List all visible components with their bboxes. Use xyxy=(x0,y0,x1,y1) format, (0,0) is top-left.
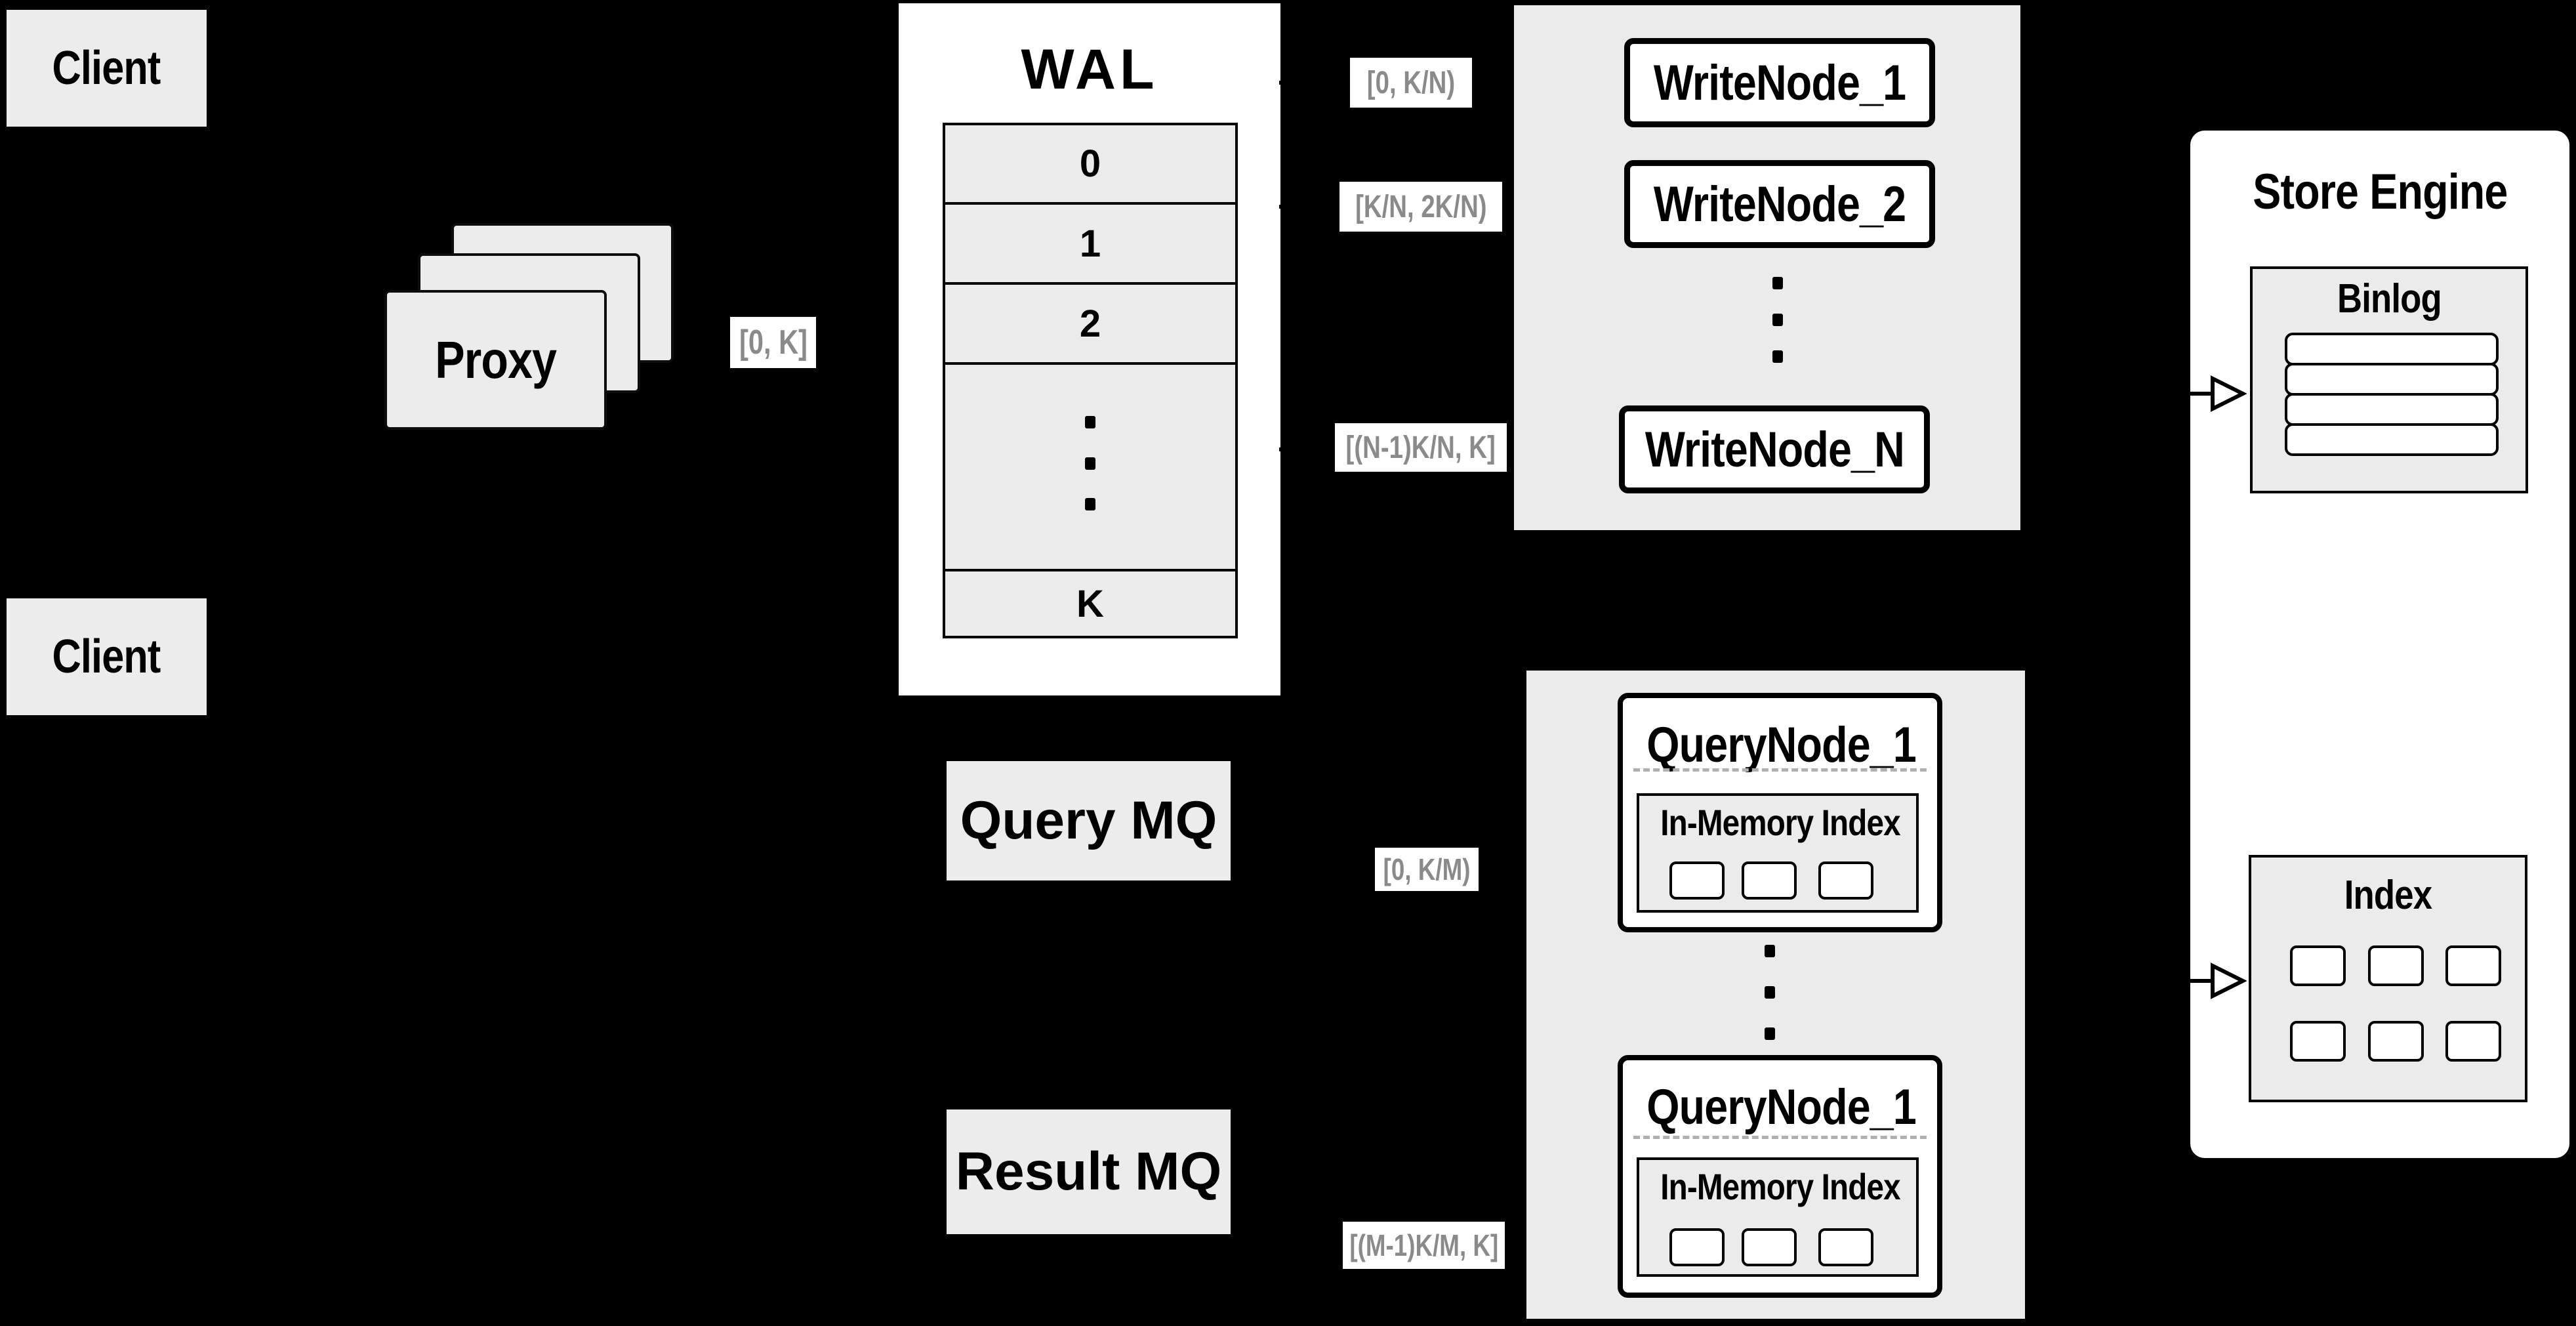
index-cell xyxy=(2445,945,2501,986)
range-label-write-1-text: [0, K/N) xyxy=(1366,65,1456,100)
query-mq-label: Query MQ xyxy=(960,791,1217,850)
wal-table: 0 1 2 K xyxy=(943,123,1238,638)
write-node-n-label: WriteNode_N xyxy=(1645,421,1904,478)
query-ellipsis-dot xyxy=(1765,986,1775,999)
result-mq-box: Result MQ xyxy=(947,1109,1231,1234)
write-node-1-box: WriteNode_1 xyxy=(1624,38,1935,127)
write-node-n-box: WriteNode_N xyxy=(1619,405,1930,493)
open-arrow-right-icon xyxy=(2184,375,2247,412)
range-label-write-2-text: [K/N, 2K/N) xyxy=(1355,189,1487,224)
query-node-1-title: QueryNode_1 xyxy=(1623,716,1937,774)
index-cell xyxy=(2368,1021,2424,1062)
wal-ellipsis-dot xyxy=(1085,498,1095,510)
range-label-write-2: [K/N, 2K/N) xyxy=(1339,182,1502,232)
write-ellipsis-dot xyxy=(1772,277,1783,289)
wal-row-0: 0 xyxy=(945,125,1235,205)
memory-segment xyxy=(1669,861,1725,900)
wal-row-k: K xyxy=(945,571,1235,636)
binlog-title-text: Binlog xyxy=(2337,276,2442,321)
wal-row-1: 1 xyxy=(945,205,1235,285)
client-top-label: Client xyxy=(52,42,161,94)
binlog-segment xyxy=(2285,363,2499,396)
write-ellipsis-dot xyxy=(1772,350,1783,363)
binlog-segment xyxy=(2285,333,2499,365)
open-arrow-right-icon xyxy=(2184,963,2247,999)
range-label-query-m-text: [(M-1)K/M, K] xyxy=(1349,1228,1498,1262)
store-engine-title-text: Store Engine xyxy=(2252,164,2508,220)
range-label-write-n: [(N-1)K/N, K] xyxy=(1335,423,1507,472)
in-memory-index-2-title-text: In-Memory Index xyxy=(1660,1166,1900,1207)
query-ellipsis-dot xyxy=(1765,1027,1775,1040)
write-node-2-box: WriteNode_2 xyxy=(1624,160,1935,248)
proxy-label: Proxy xyxy=(435,330,557,389)
range-label-query-m: [(M-1)K/M, K] xyxy=(1343,1222,1505,1269)
query-mq-box: Query MQ xyxy=(947,761,1231,881)
index-cell xyxy=(2290,1021,2346,1062)
range-label-write-1: [0, K/N) xyxy=(1350,58,1472,108)
write-node-1-label: WriteNode_1 xyxy=(1653,54,1906,111)
proxy-card-front: Proxy xyxy=(384,290,607,430)
binlog-segment xyxy=(2285,423,2499,456)
index-title-text: Index xyxy=(2344,873,2432,918)
client-box-bottom: Client xyxy=(7,598,207,715)
query-node-1-title-text: QueryNode_1 xyxy=(1646,717,1917,773)
query-node-2-divider xyxy=(1633,1136,1927,1139)
index-title: Index xyxy=(2251,872,2525,919)
memory-segment xyxy=(1742,861,1797,900)
write-node-2-label: WriteNode_2 xyxy=(1653,176,1906,232)
client-box-top: Client xyxy=(7,10,207,127)
wal-row-2: 2 xyxy=(945,285,1235,365)
query-node-2-title: QueryNode_1 xyxy=(1623,1079,1937,1136)
range-label-proxy-out-text: [0, K] xyxy=(739,323,808,362)
store-engine-title: Store Engine xyxy=(2190,163,2569,220)
memory-segment xyxy=(1669,1228,1725,1266)
in-memory-index-2-title: In-Memory Index xyxy=(1639,1165,1916,1208)
query-node-2-title-text: QueryNode_1 xyxy=(1646,1079,1917,1135)
result-mq-label: Result MQ xyxy=(955,1142,1222,1201)
binlog-title: Binlog xyxy=(2253,276,2525,322)
memory-segment xyxy=(1742,1228,1797,1266)
query-node-1-divider xyxy=(1633,768,1927,772)
range-label-query-1-text: [0, K/M) xyxy=(1383,852,1471,886)
range-label-write-n-text: [(N-1)K/N, K] xyxy=(1345,430,1496,465)
wal-ellipsis-dot xyxy=(1085,457,1095,470)
memory-segment xyxy=(1818,1228,1873,1266)
client-bottom-label: Client xyxy=(52,631,161,683)
memory-segment xyxy=(1818,861,1873,900)
binlog-segment xyxy=(2285,393,2499,426)
query-ellipsis-dot xyxy=(1765,945,1775,957)
range-label-proxy-out: [0, K] xyxy=(730,317,816,368)
range-label-query-1: [0, K/M) xyxy=(1375,848,1479,891)
wal-title: WAL xyxy=(1021,38,1158,101)
wal-ellipsis-dot xyxy=(1085,416,1095,428)
in-memory-index-1-title-text: In-Memory Index xyxy=(1660,802,1900,843)
write-ellipsis-dot xyxy=(1772,314,1783,326)
index-cell xyxy=(2368,945,2424,986)
index-cell xyxy=(2445,1021,2501,1062)
index-cell xyxy=(2290,945,2346,986)
in-memory-index-1-title: In-Memory Index xyxy=(1639,801,1916,844)
